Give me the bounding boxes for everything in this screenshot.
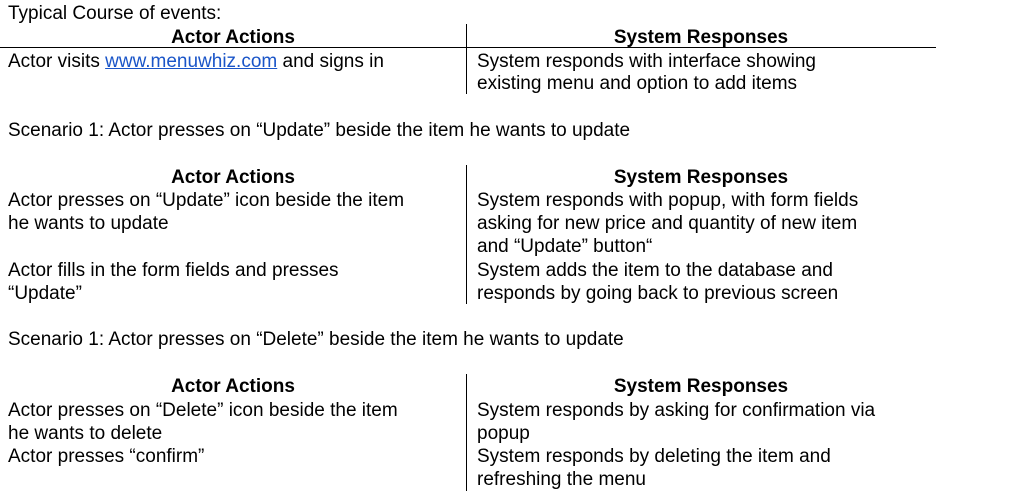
scenario-delete-title: Scenario 1: Actor presses on “Delete” be… bbox=[8, 329, 624, 350]
update-row1-system-line-3: and “Update” button“ bbox=[477, 236, 653, 257]
delete-row1-actor-line-2: he wants to delete bbox=[8, 423, 163, 444]
typical-actor-suffix: and signs in bbox=[277, 51, 384, 72]
menuwhiz-link[interactable]: www.menuwhiz.com bbox=[105, 51, 278, 72]
typical-header-actor: Actor Actions bbox=[171, 27, 295, 48]
update-row1-actor-line-1: Actor presses on “Update” icon beside th… bbox=[8, 190, 405, 211]
delete-row2-actor-line-1: Actor presses “confirm” bbox=[8, 446, 205, 467]
typical-actor-prefix: Actor visits bbox=[8, 51, 106, 72]
delete-row2-system-line-2: refreshing the menu bbox=[477, 469, 646, 490]
typical-system-line-2: existing menu and option to add items bbox=[477, 73, 798, 94]
update-row1-system-line-2: asking for new price and quantity of new… bbox=[477, 213, 858, 234]
scenario-update-title: Scenario 1: Actor presses on “Update” be… bbox=[8, 120, 631, 141]
update-row2-actor-line-2: “Update” bbox=[8, 283, 82, 304]
delete-row1-system-line-1: System responds by asking for confirmati… bbox=[477, 400, 876, 421]
update-row2-system-line-2: responds by going back to previous scree… bbox=[477, 283, 839, 304]
delete-header-system: System Responses bbox=[613, 376, 789, 397]
delete-row2-system-line-1: System responds by deleting the item and bbox=[477, 446, 831, 467]
update-column-divider bbox=[466, 165, 467, 304]
update-row1-actor-line-2: he wants to update bbox=[8, 213, 169, 234]
delete-row1-actor-line-1: Actor presses on “Delete” icon beside th… bbox=[8, 400, 398, 421]
typical-system-line-1: System responds with interface showing bbox=[477, 51, 816, 72]
typical-column-divider bbox=[466, 24, 467, 94]
typical-header-system: System Responses bbox=[613, 27, 789, 48]
document-title: Typical Course of events: bbox=[8, 3, 222, 24]
update-row1-system-line-1: System responds with popup, with form fi… bbox=[477, 190, 859, 211]
update-row2-actor-line-1: Actor fills in the form fields and press… bbox=[8, 260, 339, 281]
typical-header-rule bbox=[0, 47, 936, 48]
update-header-actor: Actor Actions bbox=[171, 167, 295, 188]
delete-header-actor: Actor Actions bbox=[171, 376, 295, 397]
update-row2-system-line-1: System adds the item to the database and bbox=[477, 260, 833, 281]
delete-column-divider bbox=[466, 374, 467, 491]
typical-actor-cell: Actor visits www.menuwhiz.com and signs … bbox=[8, 50, 463, 73]
delete-row1-system-line-2: popup bbox=[477, 423, 530, 444]
update-header-system: System Responses bbox=[613, 167, 789, 188]
